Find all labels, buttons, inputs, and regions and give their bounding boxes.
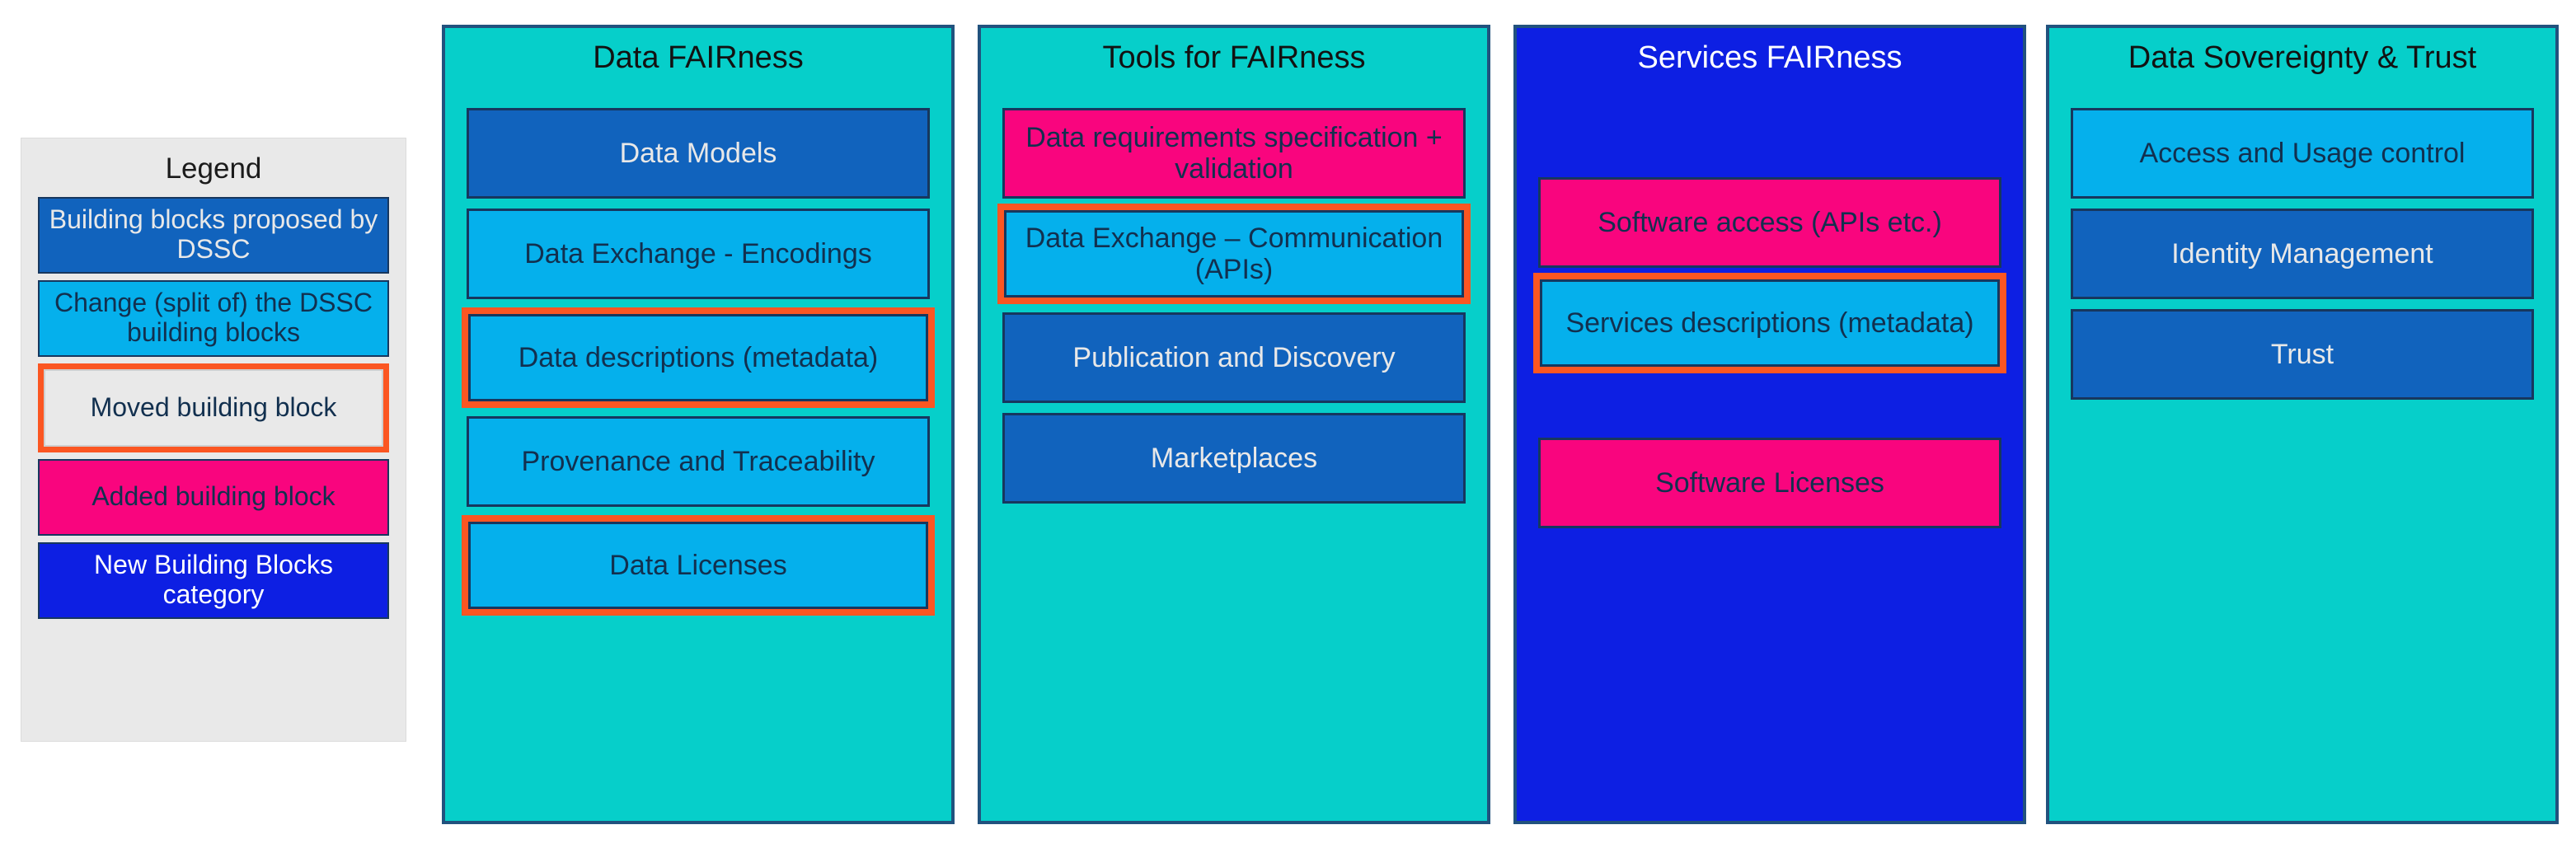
block-data-descriptions-metadata-label: Data descriptions (metadata) bbox=[468, 313, 928, 401]
block-services-descriptions-metadata[interactable]: Services descriptions (metadata) bbox=[1533, 272, 2006, 373]
block-trust[interactable]: Trust bbox=[2071, 308, 2534, 400]
block-publication-and-discovery-label: Publication and Discovery bbox=[1072, 341, 1396, 373]
block-services-descriptions-metadata-label: Services descriptions (metadata) bbox=[1540, 279, 2000, 367]
block-data-licenses-label: Data Licenses bbox=[468, 521, 928, 609]
column-title-data-fairness: Data FAIRness bbox=[593, 40, 804, 75]
legend-item-dssc-label: Building blocks proposed by DSSC bbox=[49, 204, 378, 264]
column-title-services-fairness: Services FAIRness bbox=[1637, 40, 1903, 75]
block-software-licenses-label: Software Licenses bbox=[1655, 466, 1884, 499]
block-access-and-usage-control-label: Access and Usage control bbox=[2139, 137, 2466, 169]
legend-item-added-label: Added building block bbox=[91, 481, 335, 512]
column-data-fairness: Data FAIRness Data Models Data Exchange … bbox=[442, 25, 955, 824]
column-title-data-sovereignty-trust: Data Sovereignty & Trust bbox=[2128, 40, 2477, 75]
column-tools-for-fairness: Tools for FAIRness Data requirements spe… bbox=[978, 25, 1490, 824]
block-software-licenses[interactable]: Software Licenses bbox=[1538, 437, 2001, 528]
block-data-exchange-communication-apis[interactable]: Data Exchange – Communication (APIs) bbox=[997, 203, 1471, 304]
block-marketplaces[interactable]: Marketplaces bbox=[1002, 412, 1466, 504]
block-access-and-usage-control[interactable]: Access and Usage control bbox=[2071, 107, 2534, 199]
legend-title: Legend bbox=[165, 152, 262, 185]
legend-item-dssc: Building blocks proposed by DSSC bbox=[38, 196, 389, 274]
legend-item-new-category-label: New Building Blocks category bbox=[94, 550, 333, 609]
block-data-licenses[interactable]: Data Licenses bbox=[462, 514, 935, 616]
block-publication-and-discovery[interactable]: Publication and Discovery bbox=[1002, 312, 1466, 403]
legend-panel: Legend Building blocks proposed by DSSC … bbox=[21, 138, 406, 742]
legend-item-change-label: Change (split of) the DSSC building bloc… bbox=[54, 288, 373, 347]
legend-item-new-category: New Building Blocks category bbox=[38, 541, 389, 619]
block-software-access-apis[interactable]: Software access (APIs etc.) bbox=[1538, 176, 2001, 268]
column-services-fairness: Services FAIRness Software access (APIs … bbox=[1513, 25, 2026, 824]
block-data-models-label: Data Models bbox=[619, 137, 777, 169]
block-data-models[interactable]: Data Models bbox=[467, 107, 930, 199]
column-title-tools-for-fairness: Tools for FAIRness bbox=[1102, 40, 1366, 75]
legend-item-moved: Moved building block bbox=[38, 363, 389, 452]
legend-item-change: Change (split of) the DSSC building bloc… bbox=[38, 279, 389, 357]
block-marketplaces-label: Marketplaces bbox=[1150, 442, 1318, 474]
block-data-exchange-encodings[interactable]: Data Exchange - Encodings bbox=[467, 208, 930, 299]
block-data-exchange-encodings-label: Data Exchange - Encodings bbox=[524, 237, 872, 269]
legend-item-moved-label: Moved building block bbox=[44, 368, 383, 447]
block-data-requirements-specification-validation-label: Data requirements specification + valida… bbox=[1025, 121, 1443, 185]
block-data-requirements-specification-validation[interactable]: Data requirements specification + valida… bbox=[1002, 107, 1466, 199]
block-provenance-traceability-label: Provenance and Traceability bbox=[521, 445, 875, 477]
block-data-exchange-communication-apis-label: Data Exchange – Communication (APIs) bbox=[1004, 209, 1464, 298]
column-data-sovereignty-trust: Data Sovereignty & Trust Access and Usag… bbox=[2046, 25, 2559, 824]
block-data-descriptions-metadata[interactable]: Data descriptions (metadata) bbox=[462, 307, 935, 408]
block-trust-label: Trust bbox=[2270, 338, 2334, 370]
block-software-access-apis-label: Software access (APIs etc.) bbox=[1598, 206, 1942, 238]
legend-item-added: Added building block bbox=[38, 458, 389, 536]
block-provenance-traceability[interactable]: Provenance and Traceability bbox=[467, 415, 930, 507]
block-identity-management-label: Identity Management bbox=[2171, 237, 2433, 269]
block-identity-management[interactable]: Identity Management bbox=[2071, 208, 2534, 299]
